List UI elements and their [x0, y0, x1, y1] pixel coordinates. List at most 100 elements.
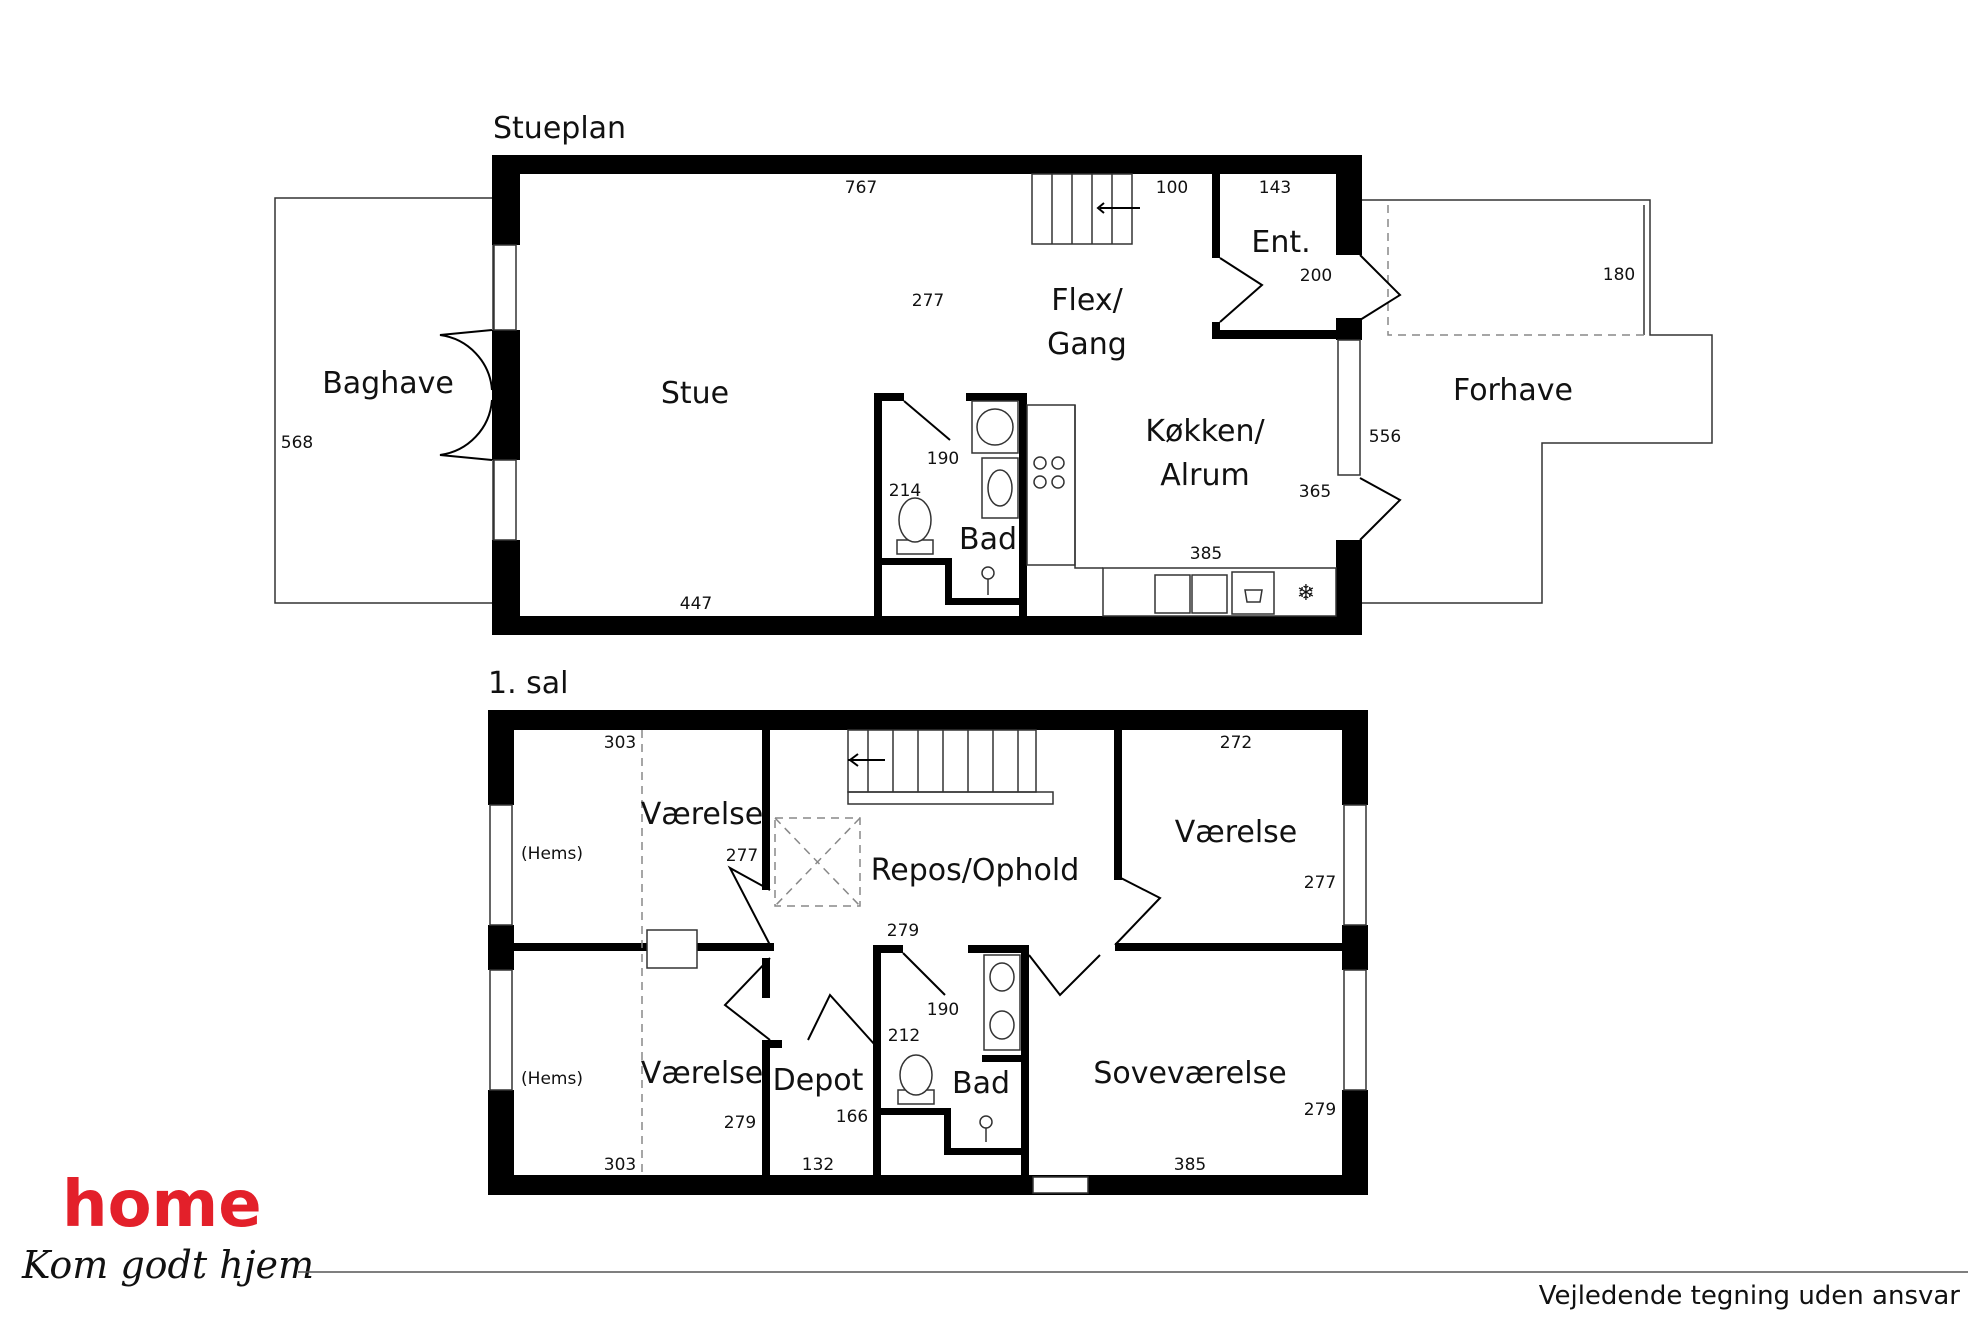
dim-556: 556 [1369, 427, 1401, 447]
bad-wall-top [874, 393, 904, 401]
first-wall-left-mid [488, 925, 514, 970]
hatch [646, 929, 698, 969]
dim-277-left: 277 [726, 846, 758, 866]
room-bad-first: Bad [952, 1066, 1010, 1101]
ground-wall-left-bottom [492, 540, 520, 635]
washing-machine-icon [971, 400, 1019, 454]
room-hems-bottom: (Hems) [521, 1069, 583, 1089]
wall-bad-shower-b [944, 1148, 1028, 1155]
ground-stairs [1031, 173, 1140, 245]
wall-left-rooms-divider [514, 943, 774, 951]
window-first-right-1 [1343, 804, 1367, 926]
room-vaerelse-top-left: Værelse [641, 797, 764, 832]
toilet-icon [896, 497, 934, 555]
ground-wall-left-top [492, 155, 520, 245]
dim-279-left: 279 [724, 1113, 756, 1133]
dim-568: 568 [281, 433, 313, 453]
ground-wall-right-top [1336, 155, 1362, 255]
dim-214: 214 [889, 481, 921, 501]
first-wall-left-top [488, 710, 514, 805]
wall-depot-top [762, 1040, 782, 1048]
first-wall-left-bottom [488, 1090, 514, 1195]
dim-447: 447 [680, 594, 712, 614]
bad-wall-shower-b [945, 598, 1027, 605]
first-floor: 1. sal Værelse (Hems) Repos/Ophold Værel… [488, 666, 1368, 1195]
shower-icon [981, 566, 995, 595]
wall-sovevaerelse-top [1114, 730, 1122, 880]
room-gang: Gang [1047, 327, 1127, 362]
dim-277: 277 [912, 291, 944, 311]
bad-wall-right [1019, 393, 1027, 635]
room-kokken: Køkken/ [1145, 414, 1265, 449]
ground-wall-left-mid [492, 330, 520, 460]
dim-132: 132 [802, 1155, 834, 1175]
wall-bad-top-right [968, 945, 1028, 953]
ent-wall-stub [1212, 322, 1220, 339]
wall-vaerelse-right-low [762, 1040, 770, 1180]
wall-bad-top-left [873, 945, 903, 953]
window-first-left-2 [489, 969, 513, 1091]
room-flex: Flex/ [1051, 283, 1123, 318]
first-shower-icon [979, 1115, 993, 1142]
room-forhave: Forhave [1453, 373, 1573, 408]
first-wall-bottom [488, 1175, 1368, 1195]
ground-wall-top [492, 155, 1362, 174]
room-bad: Bad [959, 522, 1017, 557]
window-left-1 [493, 244, 517, 331]
fridge-icon: ❄ [1297, 580, 1315, 605]
room-vaerelse-bottom-left: Værelse [641, 1056, 764, 1091]
wall-right-rooms-divider [1115, 943, 1342, 951]
first-floor-title: 1. sal [488, 666, 569, 701]
first-wall-right-bottom [1342, 1090, 1368, 1195]
wall-bad-left [873, 945, 881, 1045]
first-wall-right-top [1342, 710, 1368, 805]
dim-200: 200 [1300, 266, 1332, 286]
washbasin-icon [981, 457, 1019, 519]
ground-wall-bottom [492, 616, 1362, 635]
room-stue: Stue [661, 376, 729, 411]
first-toilet-icon [897, 1054, 935, 1105]
slogan: Kom godt hjem [21, 1243, 314, 1287]
first-doors [723, 865, 1162, 1046]
ent-wall-left [1212, 170, 1220, 258]
wall-bad-inner [982, 1055, 1027, 1062]
forhave-dash [1387, 205, 1650, 336]
dim-277-right: 277 [1304, 873, 1336, 893]
ground-floor-title: Stueplan [493, 111, 626, 146]
first-wall-right-mid [1342, 925, 1368, 970]
bad-wall-left [874, 393, 882, 635]
dim-303-bottom: 303 [604, 1155, 636, 1175]
room-hems-top: (Hems) [521, 844, 583, 864]
wall-bad-shower-v [944, 1108, 951, 1153]
wall-bad-right [1021, 945, 1029, 1180]
ent-wall-bottom [1212, 330, 1342, 339]
room-sovevaerelse: Soveværelse [1093, 1056, 1286, 1091]
dim-279-center: 279 [887, 921, 919, 941]
kitchen-counter-bottom [1102, 567, 1337, 617]
ground-wall-right-mid [1336, 318, 1362, 340]
wall-vaerelse-right-top [762, 730, 770, 890]
wall-vaerelse-right-bottom [762, 958, 770, 998]
disclaimer: Vejledende tegning uden ansvar [1539, 1281, 1961, 1311]
dim-365: 365 [1299, 482, 1331, 502]
hob-icon [1033, 456, 1065, 489]
window-left-2 [493, 459, 517, 541]
sink-icon [1154, 574, 1228, 614]
window-first-bottom [1032, 1176, 1089, 1194]
window-right [1337, 339, 1361, 476]
window-first-right-2 [1343, 969, 1367, 1091]
bad-wall-shower [874, 558, 952, 565]
dim-190-first: 190 [927, 1000, 959, 1020]
dim-100: 100 [1156, 178, 1188, 198]
ground-floor: ❄ Stueplan Baghave [274, 111, 1713, 635]
dim-272: 272 [1220, 733, 1252, 753]
dim-180: 180 [1603, 265, 1635, 285]
branding: home Kom godt hjem Vejledende tegning ud… [21, 1168, 1968, 1311]
dim-190: 190 [927, 449, 959, 469]
bad-wall-shower-v [945, 558, 952, 600]
first-wall-top [488, 710, 1368, 730]
room-baghave: Baghave [322, 366, 454, 401]
room-vaerelse-top-right: Værelse [1175, 815, 1298, 850]
dim-212: 212 [888, 1026, 920, 1046]
